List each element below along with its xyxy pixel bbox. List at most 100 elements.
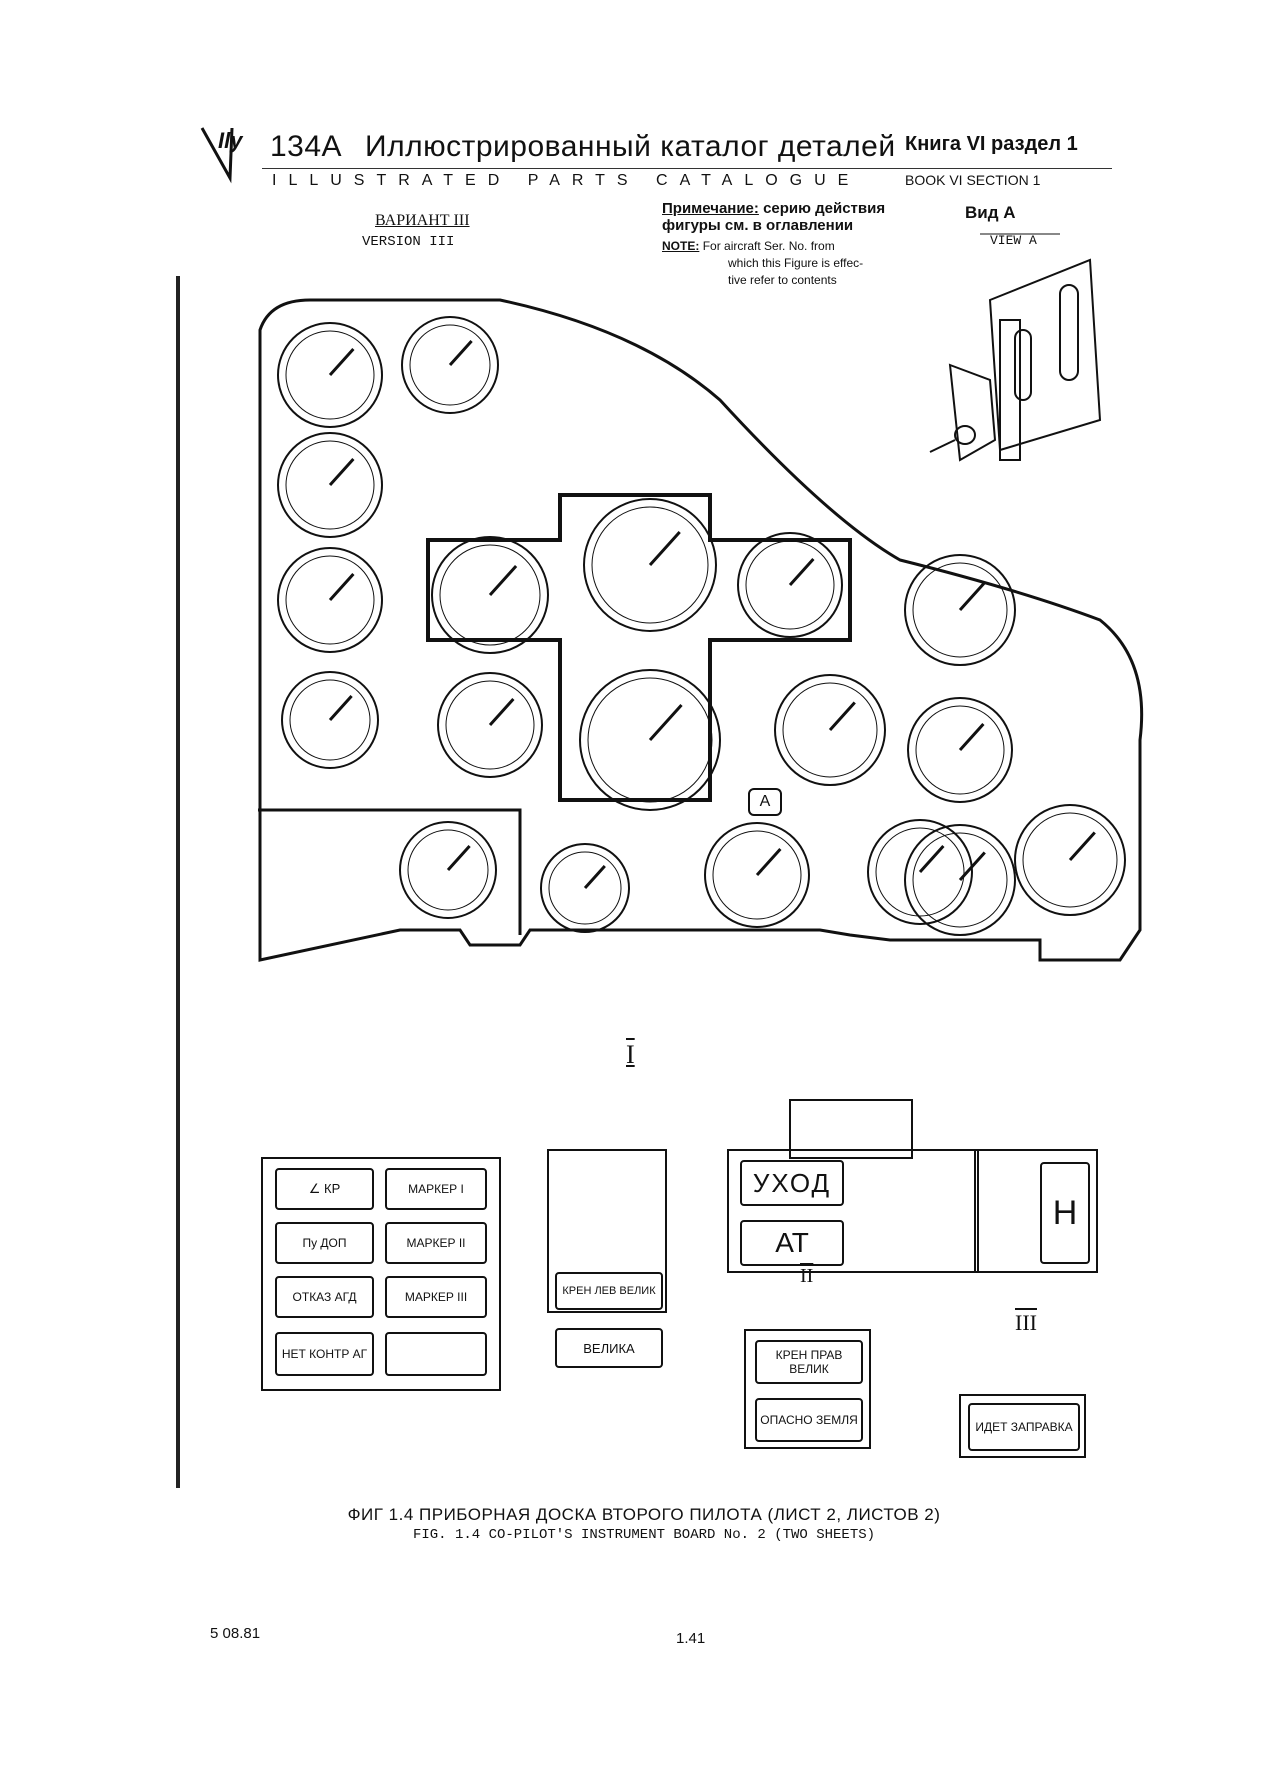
gauge-face-5: [289, 679, 371, 761]
note-en-text2: which this Figure is effec-: [728, 256, 864, 270]
gauge-needle-10: [648, 703, 683, 742]
lamp-marker-1: МАРКЕР I: [385, 1168, 487, 1210]
note-block: Примечание: серию действия фигуры см. в …: [662, 200, 962, 289]
note-en-text3: tive refer to contents: [728, 273, 837, 287]
gauge-dial-16: [399, 821, 497, 919]
gauge-dial-12: [904, 554, 1016, 666]
section-mark-2: II: [800, 1265, 814, 1287]
gauge-face-18: [712, 830, 802, 920]
note-ru-text2: фигуры см. в оглавлении: [662, 217, 854, 234]
gauge-face-1: [285, 330, 375, 420]
logo-text: Ilу: [218, 128, 244, 153]
view-a-tag: А: [748, 788, 782, 816]
note-ru-text1: серию действия: [763, 200, 886, 217]
note-en-label: NOTE:: [662, 239, 700, 253]
gauge-needle-19: [918, 844, 945, 874]
left-margin-bar: [176, 276, 180, 1488]
gauge-face-17: [548, 851, 622, 925]
gauge-face-3: [285, 440, 375, 530]
gauge-needle-8: [788, 557, 815, 587]
lamp-at: АТ: [740, 1220, 844, 1266]
header-rule: [262, 168, 1112, 169]
gauge-face-14: [912, 832, 1008, 928]
gauge-dial-4: [277, 547, 383, 653]
gauge-needle-3: [328, 457, 355, 487]
gauge-needle-17: [583, 864, 606, 890]
lamp-net-kontr-ag: НЕТ КОНТР АГ: [275, 1332, 374, 1376]
annunciator-block-left: [261, 1157, 501, 1391]
lamp-ukhod: УХОД: [740, 1160, 844, 1206]
gauge-dial-19: [867, 819, 973, 925]
lamp-marker-2: МАРКЕР II: [385, 1222, 487, 1264]
lamp-h: Н: [1040, 1162, 1090, 1264]
lamp-opasno-zemlya: ОПАСНО ЗЕМЛЯ: [755, 1398, 863, 1442]
figure-caption-ru: ФИГ 1.4 ПРИБОРНАЯ ДОСКА ВТОРОГО ПИЛОТА (…: [347, 1505, 941, 1524]
gauge-needle-4: [328, 572, 355, 602]
gauge-dial-2: [401, 316, 499, 414]
gauge-face-12: [912, 562, 1008, 658]
gauge-dial-8: [737, 532, 843, 638]
version-en: VERSION III: [362, 234, 455, 250]
gauge-needle-5: [328, 694, 353, 722]
lamp-a-kr: ∠ КР: [275, 1168, 374, 1210]
book-en: BOOK VI SECTION 1: [905, 172, 1041, 188]
annunciator-block-mid: [547, 1149, 667, 1313]
lamp-otkaz-agd: ОТКАЗ АГД: [275, 1276, 374, 1318]
gauge-needle-16: [446, 844, 471, 872]
model-number: 134А: [270, 130, 343, 163]
lower-subpanel-frame: [258, 808, 522, 935]
gauge-dial-13: [907, 697, 1013, 803]
gauge-dial-15: [1014, 804, 1126, 916]
gauge-needle-9: [488, 697, 515, 727]
gauge-needle-18: [755, 847, 782, 877]
gauge-face-15: [1022, 812, 1118, 908]
gauge-needle-12: [958, 581, 986, 612]
gauge-dial-5: [281, 671, 379, 769]
lamp-kren-lev: КРЕН ЛЕВ ВЕЛИК: [555, 1272, 663, 1310]
lamp-kren-prav: КРЕН ПРАВ ВЕЛИК: [755, 1340, 863, 1384]
note-ru-label: Примечание:: [662, 200, 759, 217]
lamp-velika: ВЕЛИКА: [555, 1328, 663, 1368]
gauge-needle-13: [958, 722, 985, 752]
gauge-dial-18: [704, 822, 810, 928]
gauge-needle-2: [448, 339, 473, 367]
lamp-blank: [385, 1332, 487, 1376]
gauge-face-9: [445, 680, 535, 770]
annunciator-block-lower: [744, 1329, 871, 1449]
gauge-dial-17: [540, 843, 630, 933]
gauge-dial-1: [277, 322, 383, 428]
gauge-needle-11: [828, 701, 856, 732]
gauge-face-6: [439, 544, 541, 646]
catalog-title-ru: Иллюстрированный каталог деталей: [365, 130, 896, 163]
annunciator-block-right: [974, 1149, 1098, 1273]
view-a-en: VIEW A: [990, 233, 1037, 248]
logo: Ilу: [200, 118, 260, 188]
gauge-face-16: [407, 829, 489, 911]
gauge-face-13: [915, 705, 1005, 795]
note-en-line1: NOTE: For aircraft Ser. No. from: [662, 238, 962, 255]
gauge-dial-7: [583, 498, 717, 632]
book-ru: Книга VI раздел 1: [905, 133, 1078, 155]
footer-page: 1.41: [676, 1630, 706, 1647]
gauge-face-8: [745, 540, 835, 630]
gauge-dial-3: [277, 432, 383, 538]
lamp-ny-dop: Пу ДОП: [275, 1222, 374, 1264]
catalog-title-en: ILLUSTRATED PARTS CATALOGUE: [272, 172, 861, 189]
gauge-needle-15: [1068, 831, 1096, 862]
panel-outline: [258, 298, 1144, 962]
gauge-needle-1: [328, 347, 355, 377]
gauge-dial-6: [431, 536, 549, 654]
annunciator-refuel: [959, 1394, 1086, 1458]
note-en-text1: For aircraft Ser. No. from: [702, 239, 835, 253]
gauge-face-2: [409, 324, 491, 406]
section-mark-1: I: [626, 1040, 635, 1069]
gauge-needle-7: [648, 530, 681, 567]
gauge-face-11: [782, 682, 878, 778]
cross-frame: [426, 493, 852, 802]
gauge-dial-11: [774, 674, 886, 786]
section-mark-3: III: [1015, 1310, 1037, 1335]
gauge-dial-14: [904, 824, 1016, 936]
annunciator-top: [789, 1099, 913, 1159]
lamp-marker-3: МАРКЕР III: [385, 1276, 487, 1318]
